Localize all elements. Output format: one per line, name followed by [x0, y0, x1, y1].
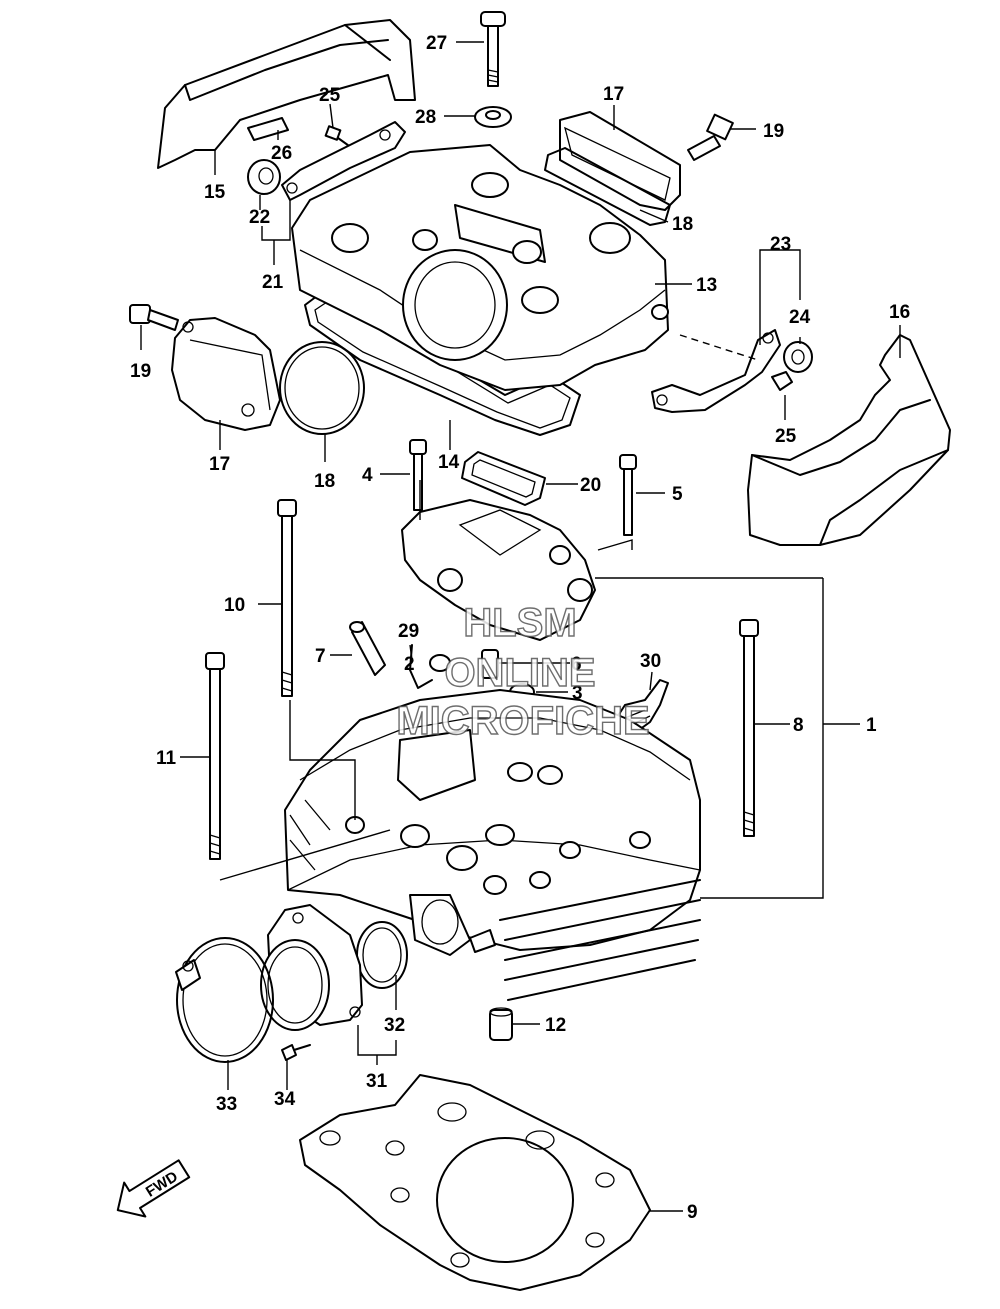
leader-lines: [140, 41, 901, 1212]
part-24-grommet: [783, 341, 813, 373]
callout-9: 9: [687, 1202, 698, 1223]
callout-18a: 18: [672, 214, 693, 235]
callout-2: 2: [404, 654, 415, 675]
callout-26: 26: [271, 143, 292, 164]
callout-11: 11: [156, 748, 177, 769]
part-31-intake-pipe: [260, 904, 363, 1031]
callout-29: 29: [398, 621, 419, 642]
callout-1: 1: [866, 715, 877, 736]
callout-3: 3: [572, 683, 583, 704]
part-28-washer: [474, 106, 512, 128]
callout-5: 5: [672, 484, 683, 505]
callout-19b: 19: [130, 361, 151, 382]
part-20-gasket: [461, 451, 546, 506]
part-8-stud: [739, 619, 759, 837]
part-9-gasket: [299, 1074, 651, 1291]
watermark-line1: HLSM: [463, 601, 576, 645]
callout-8: 8: [793, 715, 804, 736]
part-33-clamp: [175, 937, 274, 1063]
part-32-gasket: [356, 921, 408, 989]
callout-31: 31: [366, 1071, 388, 1092]
callout-28: 28: [415, 107, 436, 128]
part-15-cover: [157, 19, 416, 169]
part-2-oring: [429, 654, 451, 672]
part-4-bolt: [409, 439, 427, 511]
part-21-bracket: [281, 121, 406, 201]
callout-16: 16: [889, 302, 910, 323]
part-17-cover-left: [171, 317, 281, 431]
watermark-line3: MICROFICHE: [396, 699, 649, 743]
callout-6: 6: [571, 654, 582, 675]
part-18-gasket-right: [544, 147, 671, 226]
part-26-rubber: [247, 117, 289, 141]
watermark-line2: ONLINE: [444, 651, 595, 695]
part-22-grommet: [247, 159, 281, 195]
part-5-bolt: [619, 454, 637, 536]
part-12-dowel: [489, 1007, 513, 1041]
callout-23: 23: [770, 234, 791, 255]
part-1-cylinder-head: [284, 689, 701, 1001]
callout-20: 20: [580, 475, 601, 496]
part-27-bolt: [480, 11, 506, 87]
fwd-arrow: FWD: [116, 1159, 191, 1218]
part-11-stud: [205, 652, 225, 860]
callout-7: 7: [315, 646, 326, 667]
part-25-screw-top: [324, 125, 353, 149]
callout-25a: 25: [319, 85, 341, 106]
part-13-head-cover: [291, 144, 669, 391]
callout-15: 15: [204, 182, 226, 203]
callout-30: 30: [640, 651, 661, 672]
callout-25b: 25: [775, 426, 797, 447]
callout-19a: 19: [763, 121, 784, 142]
callout-labels: 1 2 3 4 5 6 7 8 9 10 11 12 13 14 15 16 1…: [130, 33, 910, 1223]
part-19-bolt-right: [687, 113, 734, 161]
part-34-screw: [281, 1044, 311, 1061]
callout-4: 4: [362, 465, 373, 486]
callout-13: 13: [696, 275, 717, 296]
part-23-bracket: [651, 329, 781, 413]
callout-18b: 18: [314, 471, 335, 492]
part-10-stud: [277, 499, 297, 697]
part-17-cover-right: [559, 111, 681, 211]
part-19-bolt-left: [129, 304, 179, 331]
fwd-arrow-icon: [116, 1159, 191, 1218]
part-6-dowel: [481, 649, 499, 679]
breather-case: [401, 499, 596, 641]
part-7-guide: [349, 621, 386, 676]
callout-34: 34: [274, 1089, 296, 1110]
callout-14: 14: [438, 452, 460, 473]
part-25-screw-right: [771, 371, 793, 391]
callout-33: 33: [216, 1094, 237, 1115]
watermark: HLSM ONLINE MICROFICHE: [396, 600, 651, 743]
callout-27: 27: [426, 33, 447, 54]
callout-32: 32: [384, 1015, 405, 1036]
callout-17b: 17: [209, 454, 230, 475]
callout-12: 12: [545, 1015, 566, 1036]
callout-21: 21: [262, 272, 284, 293]
part-18-gasket-left: [279, 341, 365, 435]
callout-22: 22: [249, 207, 270, 228]
callout-10: 10: [224, 595, 245, 616]
callout-24: 24: [789, 307, 811, 328]
callout-17a: 17: [603, 84, 624, 105]
